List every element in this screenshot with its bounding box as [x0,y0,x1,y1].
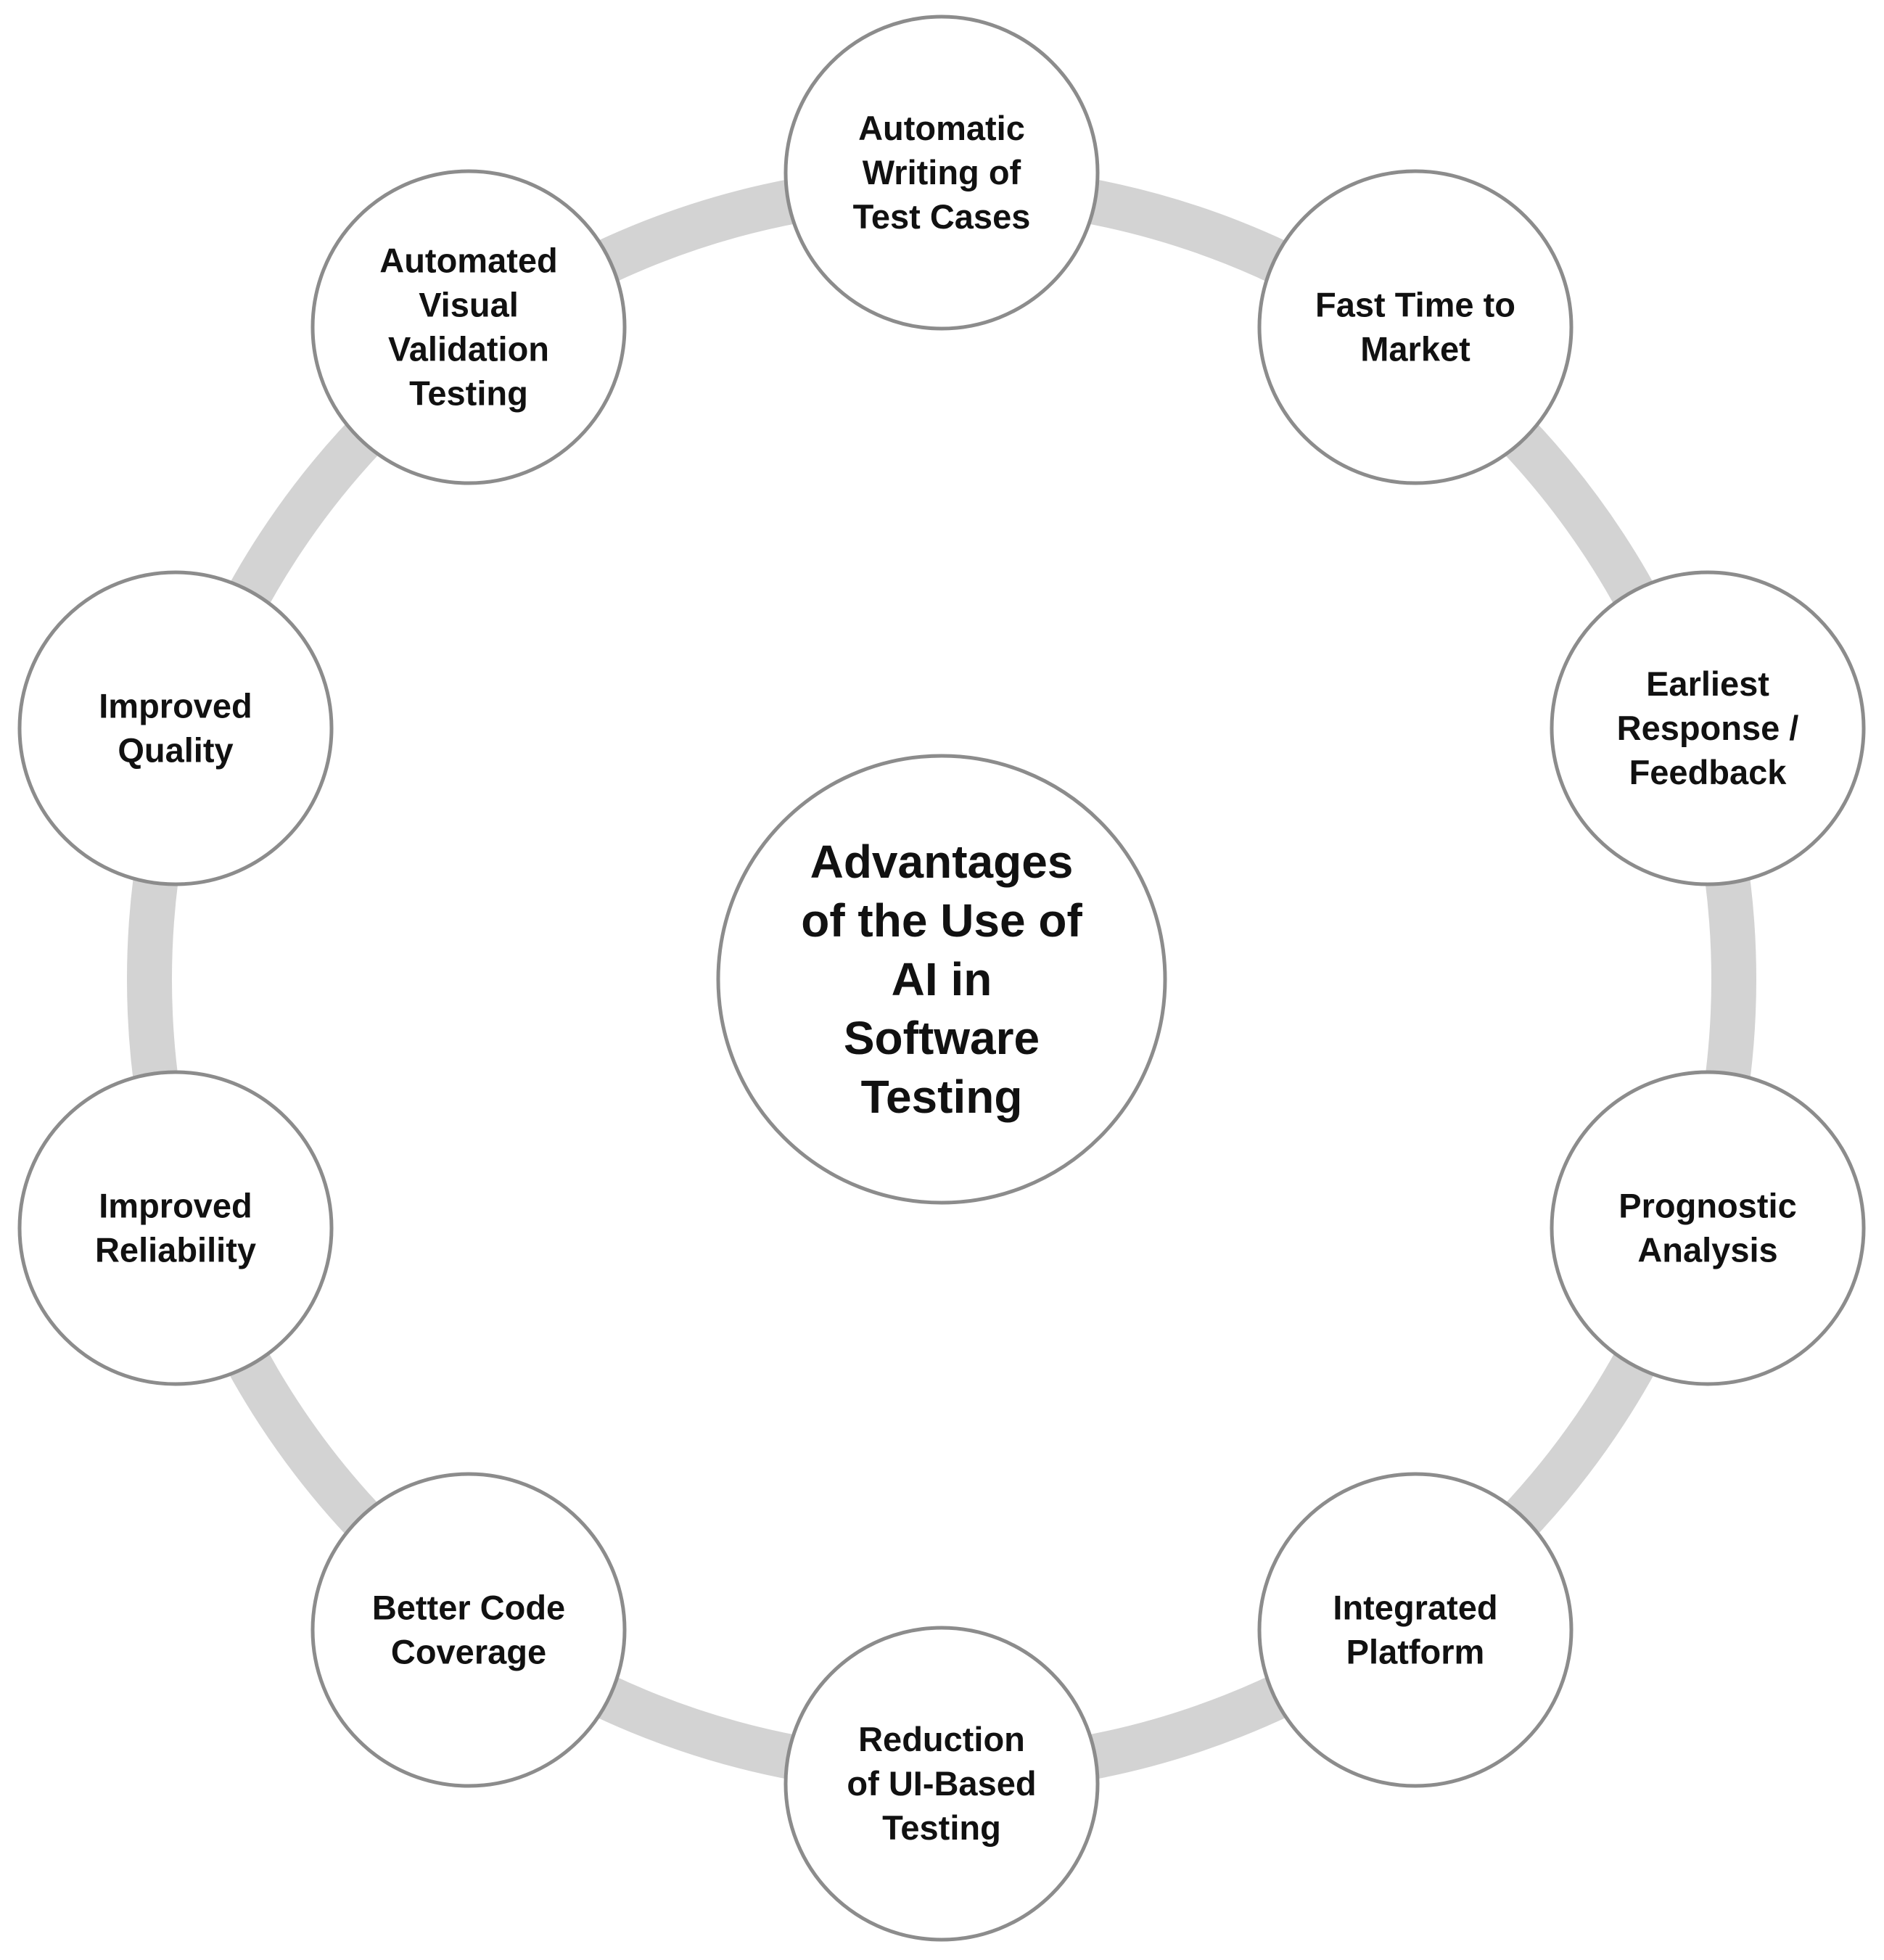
node-label-line: Testing [409,374,528,413]
node-label-line: Platform [1346,1633,1485,1671]
node-label-line: Analysis [1637,1231,1777,1269]
node-label-line: Automatic [858,109,1025,147]
node-label-line: Writing of [863,153,1021,192]
node-label-line: Visual [419,286,519,324]
center-title-line: Software [844,1012,1040,1064]
node-circle [783,1626,1100,1942]
node-circle [1257,1472,1574,1788]
node-label-line: Better Code [372,1589,565,1627]
node-label-line: Improved [99,1187,252,1225]
node-label-line: Integrated [1333,1589,1497,1627]
node-circle [17,1070,334,1386]
center-title-line: Testing [861,1071,1023,1123]
node-circle [1550,570,1866,886]
node-label-line: Prognostic [1618,1187,1796,1225]
node-label-line: Reliability [95,1231,256,1269]
node-circle [783,15,1100,331]
node-label-line: Fast Time to [1315,286,1515,324]
node-label-line: Quality [118,731,233,770]
center-circle [716,754,1167,1205]
node-label-line: Response / [1617,709,1799,747]
node-label-line: Validation [388,330,549,368]
center-title-line: AI in [892,953,992,1005]
node-label-line: Coverage [391,1633,546,1671]
node-label-line: of UI-Based [847,1764,1036,1803]
center-title-line: Advantages [810,836,1074,888]
node-label-line: Earliest [1646,664,1769,703]
node-label-line: Market [1360,330,1470,368]
node-label-line: Reduction [858,1720,1025,1758]
node-circle [1550,1070,1866,1386]
node-label: Fast Time to Market [1315,286,1515,368]
node-circle [310,1472,627,1788]
node-circle [1257,169,1574,485]
node-circle [17,570,334,886]
node-label-line: Testing [882,1808,1001,1847]
center-title-line: of the Use of [801,894,1082,947]
node-label-line: Automated [379,242,557,280]
node-fast-time-to-market: Fast Time to Market [1257,169,1574,485]
node-circle [310,169,627,485]
node-label-line: Test Cases [853,197,1031,236]
node-label-line: Improved [99,687,252,725]
node-label-line: Feedback [1629,753,1788,791]
